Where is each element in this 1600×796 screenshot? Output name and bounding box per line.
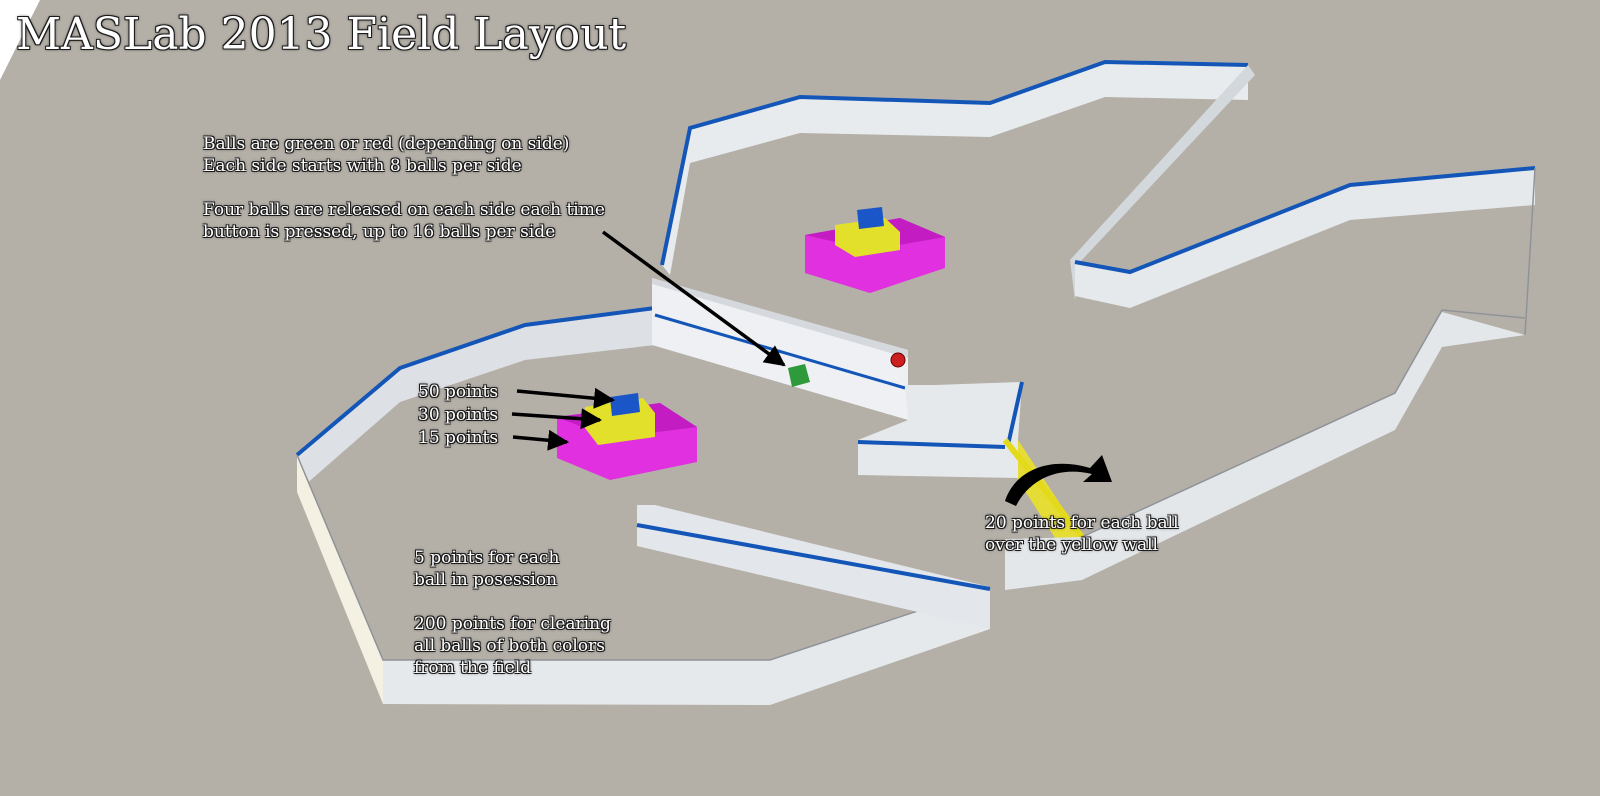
yellow-wall-note: 20 points for each ball over the yellow … [985,512,1179,556]
yellow-wall-note-line: 20 points for each ball [985,513,1179,533]
right-goal [805,207,945,293]
yellow-wall-curved-arrow [1005,455,1112,506]
yellow-wall-note-line: over the yellow wall [985,535,1158,555]
balls-note: Balls are green or red (depending on sid… [203,133,605,243]
score-30-arrow [511,408,603,430]
balls-note-line: Each side starts with 8 balls per side [203,156,522,176]
possession-note-line: from the field [414,658,532,678]
score-30-label: 30 points [418,405,499,425]
possession-note-line: 5 points for each [414,548,560,568]
score-15-arrow [512,429,570,451]
score-15-label: 15 points [418,428,499,448]
score-50-label: 50 points [418,382,499,402]
possession-note-line: all balls of both colors [414,636,605,656]
red-ball [890,352,906,368]
dispenser-arrow [601,230,786,367]
top-right-arena-wall [660,59,1536,580]
balls-note-line: Four balls are released on each side eac… [203,200,605,220]
possession-note-line: 200 points for clearing [414,614,611,634]
inner-bottom-wall [636,505,991,629]
balls-note-line: Balls are green or red (depending on sid… [203,134,570,154]
possession-note: 5 points for each ball in posession 200 … [414,547,611,679]
green-ball-dispenser [788,364,810,387]
score-50-arrow [516,387,616,409]
possession-note-line: ball in posession [414,570,558,590]
page-corner [0,0,40,80]
left-arena-wall [295,306,991,705]
page-title: MASLab 2013 Field Layout [16,9,627,60]
balls-note-line: button is pressed, up to 16 balls per si… [203,222,556,242]
